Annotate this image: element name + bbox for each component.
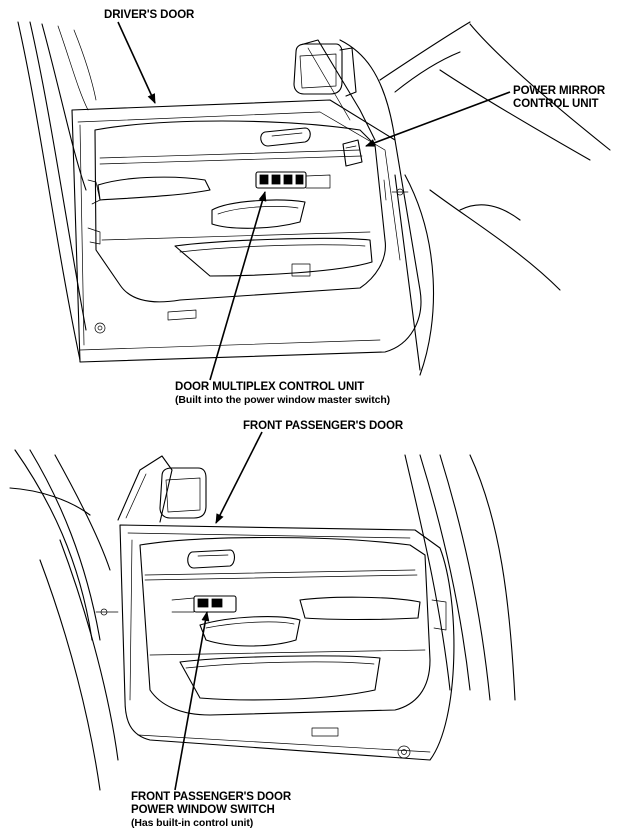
leader-power-mirror [365, 91, 511, 147]
label-passenger-switch-line1: FRONT PASSENGER'S DOOR [131, 791, 292, 803]
label-door-multiplex-line2: (Built into the power window master swit… [175, 394, 391, 406]
leader-front-passengers-door [215, 431, 263, 524]
leader-drivers-door [117, 21, 156, 104]
drivers-door-illustration [17, 21, 611, 376]
label-passenger-switch-line3: (Has built-in control unit) [131, 817, 254, 829]
leader-passenger-switch [174, 611, 210, 791]
leader-door-multiplex [209, 191, 267, 381]
label-power-mirror-line1: POWER MIRROR [513, 85, 606, 97]
label-drivers-door: DRIVER'S DOOR [104, 9, 195, 21]
label-power-mirror-line2: CONTROL UNIT [513, 98, 599, 110]
passenger-door-illustration [9, 449, 516, 791]
label-passenger-switch-line2: POWER WINDOW SWITCH [131, 804, 275, 816]
label-door-multiplex-line1: DOOR MULTIPLEX CONTROL UNIT [175, 381, 365, 393]
label-front-passengers-door: FRONT PASSENGER'S DOOR [243, 420, 404, 432]
